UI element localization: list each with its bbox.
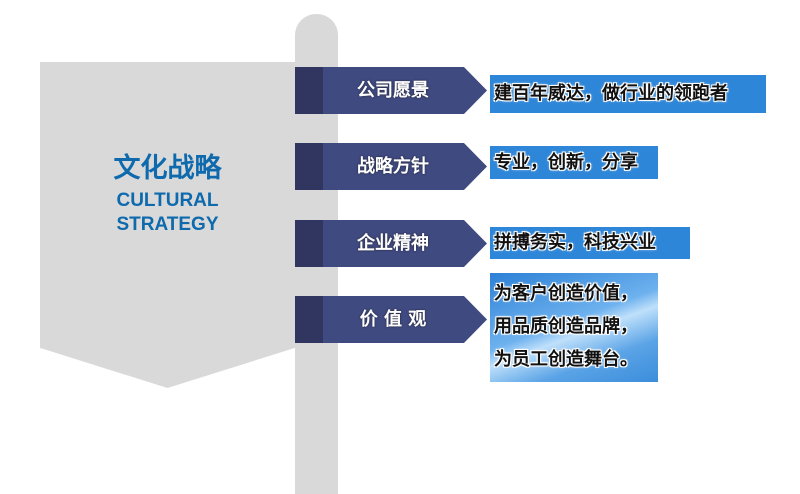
arrow-label: 战略方针 bbox=[357, 156, 429, 177]
values-line: 为员工创造舞台。 bbox=[494, 349, 638, 370]
signboard bbox=[40, 62, 295, 388]
sign-title-en-2: STRATEGY bbox=[116, 214, 219, 235]
values-text: 为客户创造价值， 用品质创造品牌， 为员工创造舞台。 bbox=[490, 273, 658, 382]
values-line: 为客户创造价值， bbox=[494, 283, 638, 304]
values-line: 用品质创造品牌， bbox=[494, 316, 638, 337]
spirit-text: 拼搏务实，科技兴业 bbox=[490, 227, 690, 259]
sign-title-en-1: CULTURAL bbox=[116, 190, 219, 211]
arrow-values: 价 值 观 bbox=[295, 296, 487, 343]
arrow-strategy: 战略方针 bbox=[295, 143, 487, 190]
arrow-spirit: 企业精神 bbox=[295, 220, 487, 267]
arrow-label: 公司愿景 bbox=[357, 80, 429, 101]
sign-title-cn: 文化战略 bbox=[113, 153, 222, 184]
arrow-vision: 公司愿景 bbox=[295, 67, 487, 114]
vision-text: 建百年威达，做行业的领跑者 bbox=[490, 75, 766, 113]
strategy-text: 专业，创新，分享 bbox=[490, 146, 658, 179]
arrow-label: 价 值 观 bbox=[359, 309, 427, 330]
arrow-label: 企业精神 bbox=[357, 233, 429, 254]
